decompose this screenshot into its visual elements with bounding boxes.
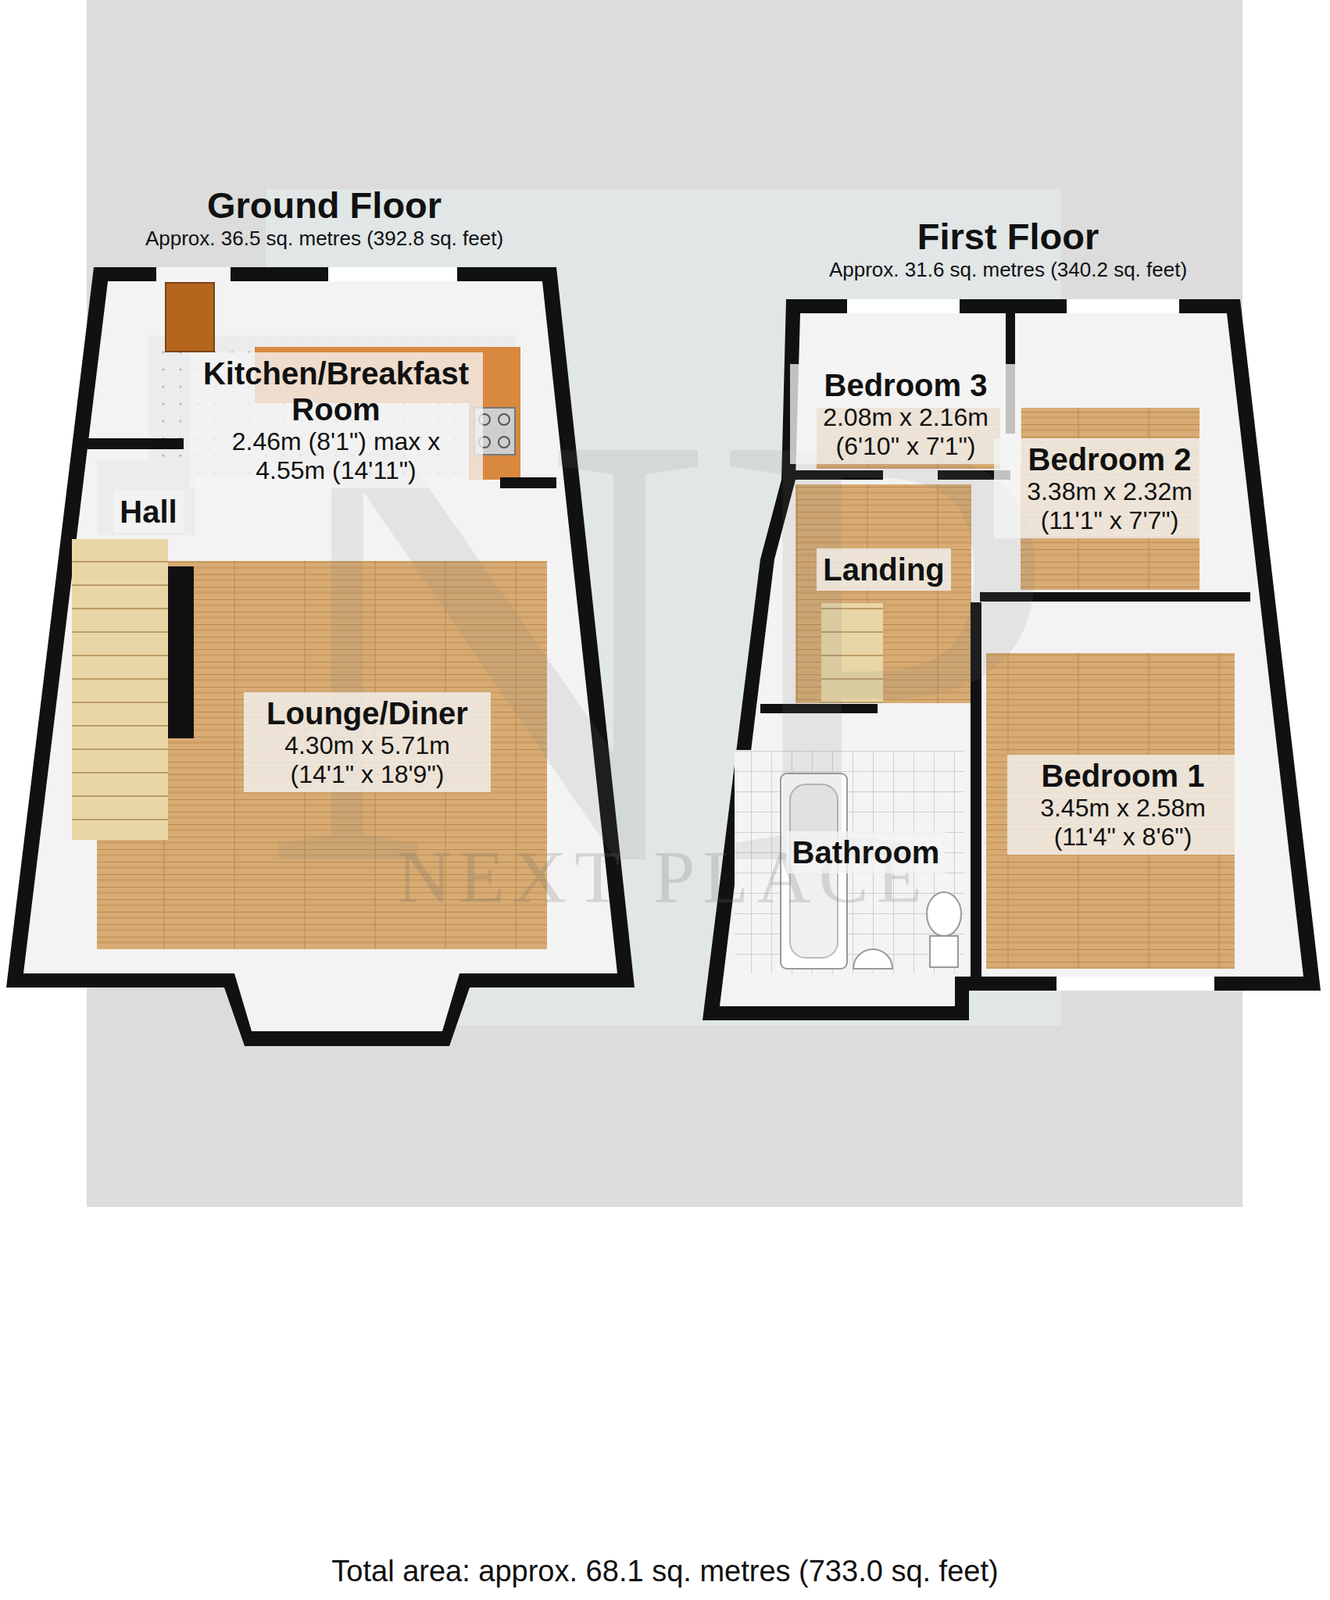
internal-wall [87, 438, 184, 450]
floor-plan: Ground FloorApprox. 36.5 sq. metres (392… [0, 184, 649, 1052]
room-name: Hall [119, 493, 177, 530]
window [847, 299, 960, 314]
room-label: Bedroom 23.38m x 2.32m (11'1" x 7'7") [993, 438, 1226, 539]
front-door [165, 282, 215, 352]
room-name: Bedroom 1 [1013, 757, 1233, 794]
floor-heading: Ground Floor [0, 184, 649, 227]
room-name: Bedroom 3 [796, 367, 1016, 404]
room-label: Lounge/Diner4.30m x 5.71m (14'1" x 18'9"… [243, 692, 491, 793]
stair-wall [168, 566, 194, 739]
room-name: Bathroom [792, 834, 941, 871]
room-name: Lounge/Diner [250, 695, 485, 732]
room-label: Kitchen/Breakfast Room2.46m (8'1") max x… [189, 352, 483, 489]
room-dimensions: 4.30m x 5.71m (14'1" x 18'9") [250, 731, 485, 790]
window [328, 267, 458, 282]
room-label: Bedroom 32.08m x 2.16m (6'10" x 7'1") [790, 364, 1022, 465]
room-dimensions: 3.38m x 2.32m (11'1" x 7'7") [1000, 477, 1220, 536]
room-dimensions: 3.45m x 2.58m (11'4" x 8'6") [1013, 793, 1233, 852]
room-name: Landing [822, 551, 945, 588]
floor-area: Approx. 31.6 sq. metres (340.2 sq. feet) [695, 257, 1321, 283]
floor-plan: First FloorApprox. 31.6 sq. metres (340.… [695, 215, 1321, 1029]
floor-area: Approx. 36.5 sq. metres (392.8 sq. feet) [0, 226, 649, 251]
staircase [71, 539, 169, 841]
door-opening [156, 267, 231, 282]
hall-floor [96, 461, 196, 536]
room-label: Landing [816, 548, 952, 591]
room-label: Bathroom [786, 831, 947, 874]
caption: Total area: approx. 68.1 sq. metres (733… [0, 1555, 1330, 1589]
window [1066, 299, 1180, 314]
window [1056, 976, 1215, 991]
room-name: Kitchen/Breakfast Room [195, 355, 477, 428]
room-name: Bedroom 2 [1000, 441, 1220, 478]
room-label: Bedroom 13.45m x 2.58m (11'4" x 8'6") [1007, 754, 1239, 855]
room-dimensions: 2.46m (8'1") max x 4.55m (14'11") [210, 427, 462, 486]
room-label: Hall [113, 490, 183, 533]
room-dimensions: 2.08m x 2.16m (6'10" x 7'1") [796, 403, 1016, 462]
floor-heading: First Floor [695, 215, 1321, 258]
